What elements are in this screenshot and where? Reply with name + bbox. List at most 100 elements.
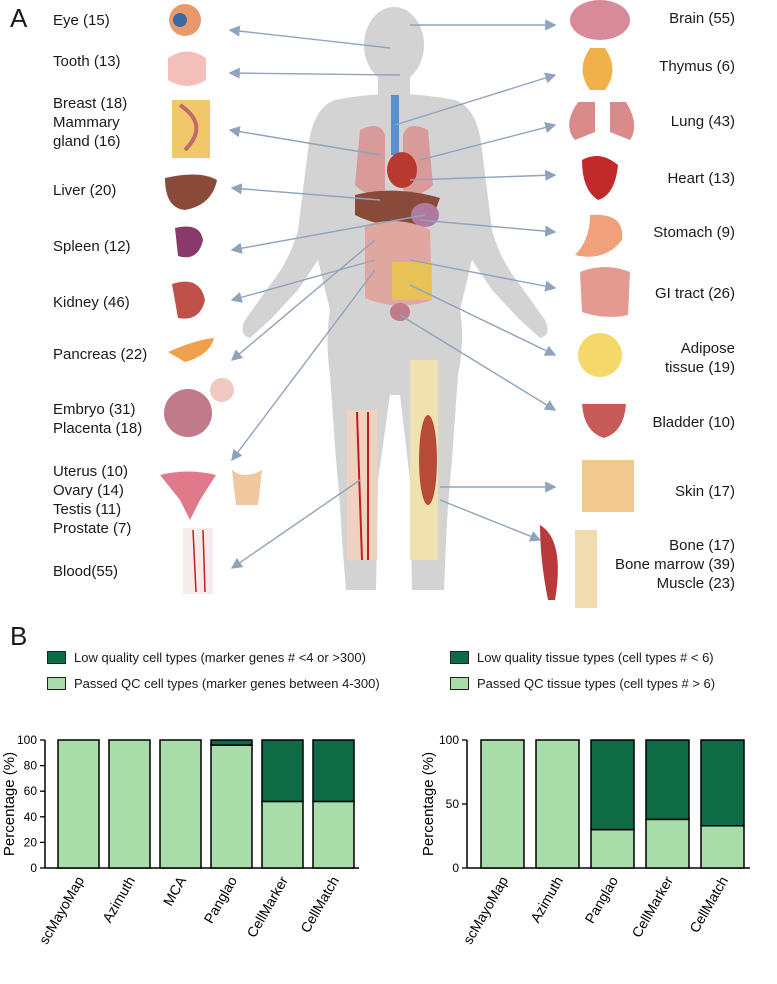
label-breast: Breast (18) Mammary gland (16) [53,95,128,150]
x-tick-label: Panglao [201,873,241,926]
x-tick-label: Azimuth [99,874,138,926]
x-tick-label: Panglao [582,873,622,926]
label-bone: Bone (17) Bone marrow (39) Muscle (23) [614,537,735,592]
gi-tract-icon [580,267,630,317]
label-blood: Blood(55) [53,563,119,580]
panel-a-illustration [160,0,635,608]
blood-vessel-icon [183,528,213,594]
right-legend-low-text: Low quality tissue types (cell types # <… [477,650,714,665]
label-embryo: Embryo (31) Placenta (18) [53,401,143,437]
spleen-icon [175,226,203,258]
legend-swatch-low-2 [450,651,469,664]
tissue-icons-left [160,4,262,594]
bar-segment-passed [108,739,151,869]
lung-icon [569,102,635,140]
label-brain: Brain (55) [669,10,735,27]
left-legend-passed-text: Passed QC cell types (marker genes betwe… [74,676,380,691]
muscle-icon [540,525,558,600]
x-tick-label: scMayoMap [36,873,88,947]
thymus-icon [582,48,613,90]
label-pancreas: Pancreas (22) [53,346,148,363]
bar-segment-passed [535,739,580,869]
pancreas-icon [168,338,214,362]
embryo-icon [164,389,212,437]
x-tick-label: CellMarker [243,873,291,940]
x-tick-label: CellMarker [628,873,676,940]
label-kidney: Kidney (46) [53,294,130,311]
label-spleen: Spleen (12) [53,238,131,255]
kidney-icon [172,281,205,319]
label-heart: Heart (13) [667,170,735,187]
right-legend-low: Low quality tissue types (cell types # <… [450,650,714,665]
label-bladder: Bladder (10) [652,414,735,431]
legend-swatch-passed [47,677,66,690]
label-tooth: Tooth (13) [53,53,121,70]
label-adipose: Adipose tissue (19) [664,340,735,376]
bar-segment-passed [159,739,202,869]
bone-icon [575,530,597,608]
x-tick-label: CellMatch [297,874,342,936]
y-tick-label: 60 [24,784,38,798]
label-gi-tract: GI tract (26) [654,285,735,302]
testis-icon [232,470,262,505]
x-tick-label: Azimuth [527,874,566,926]
y-tick-label: 50 [446,797,460,811]
y-tick-label: 20 [24,835,38,849]
label-eye: Eye (15) [53,12,110,29]
panel-a-letter: A [10,3,28,33]
label-reproductive: Uterus (10) Ovary (14) Testis (11) Prost… [53,463,132,537]
bar-segment-passed [480,739,525,869]
tissue-icons-right [540,0,635,608]
bar-segment-passed [210,744,253,869]
y-axis-label: Percentage (%) [1,752,18,856]
bar-segment-low [645,739,690,821]
bar-segment-passed [261,800,304,869]
y-tick-label: 0 [452,861,459,875]
uterus-icon [160,471,216,520]
bar-segment-low [312,739,355,803]
left-legend-low-text: Low quality cell types (marker genes # <… [74,650,366,665]
left-legend-passed: Passed QC cell types (marker genes betwe… [47,676,380,691]
legend-swatch-low [47,651,66,664]
label-skin: Skin (17) [674,483,735,500]
breast-icon [172,100,210,158]
liver-icon [165,174,217,210]
x-tick-label: CellMatch [686,874,731,936]
tooth-icon [168,51,206,86]
arrows [228,19,557,569]
body-organs [347,95,440,561]
y-axis-label: Percentage (%) [420,752,437,856]
bar-segment-low [590,739,635,831]
bar-segment-passed [645,818,690,869]
panel-b-letter: B [10,621,28,651]
x-tick-label: MCA [160,873,190,909]
x-tick-label: scMayoMap [460,873,512,947]
stomach-icon [575,214,623,257]
bar-segment-passed [700,825,745,869]
y-tick-label: 80 [24,759,38,773]
right-legend-passed-text: Passed QC tissue types (cell types # > 6… [477,676,716,691]
label-stomach: Stomach (9) [653,224,735,241]
label-thymus: Thymus (6) [659,58,735,75]
adipose-icon [578,333,622,377]
y-tick-label: 100 [439,733,459,747]
y-tick-label: 0 [30,861,37,875]
y-tick-label: 100 [17,733,37,747]
left-legend-low: Low quality cell types (marker genes # <… [47,650,366,665]
bladder-icon [582,404,626,438]
label-lung: Lung (43) [670,113,735,130]
right-legend-passed: Passed QC tissue types (cell types # > 6… [450,676,715,691]
brain-icon [570,0,630,40]
bar-segment-passed [312,800,355,869]
bar-segment-passed [590,828,635,869]
bar-segment-passed [57,739,100,869]
label-liver: Liver (20) [53,182,117,199]
legend-swatch-passed-2 [450,677,469,690]
bar-segment-low [210,739,253,746]
heart-icon [582,156,618,200]
bar-segment-low [700,739,745,827]
bar-segment-low [261,739,304,803]
skin-icon [582,460,634,512]
